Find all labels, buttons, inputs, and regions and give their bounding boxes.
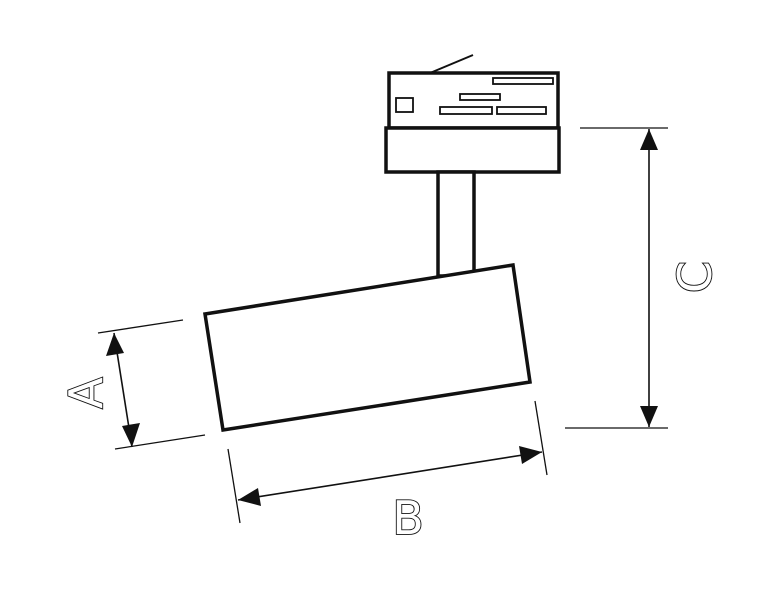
adapter-slot-middle	[459, 93, 501, 101]
dim-a-arrow-top	[106, 333, 124, 356]
adapter-slot-lower-left	[439, 106, 493, 115]
dim-a-extension-top	[97, 319, 184, 334]
dimension-b: B	[227, 400, 548, 546]
dim-b-label: B	[392, 491, 424, 545]
adapter-lever	[429, 54, 474, 74]
dim-c-arrow-top	[640, 129, 658, 150]
dim-a-extension-bottom	[114, 434, 206, 450]
dim-a-arrow-bottom	[122, 423, 140, 447]
dim-b-extension-right	[534, 400, 548, 476]
adapter-base-box	[384, 126, 561, 174]
adapter-slot-top	[492, 77, 554, 85]
dimension-c: C	[565, 127, 723, 429]
adapter-square-icon	[395, 97, 414, 113]
dim-a-label: A	[59, 377, 113, 409]
dim-c-label: C	[668, 261, 722, 293]
adapter-slot-lower-right	[496, 106, 547, 115]
dim-b-line	[237, 451, 543, 501]
dim-c-arrow-bottom	[640, 406, 658, 427]
dimension-a: A	[58, 319, 206, 450]
lamp-body	[203, 262, 532, 432]
track-adapter	[384, 54, 561, 174]
dim-b-arrow-left	[238, 488, 261, 506]
dim-b-arrow-right	[519, 446, 542, 464]
dim-b-extension-left	[227, 448, 241, 524]
light-stem	[436, 170, 476, 278]
